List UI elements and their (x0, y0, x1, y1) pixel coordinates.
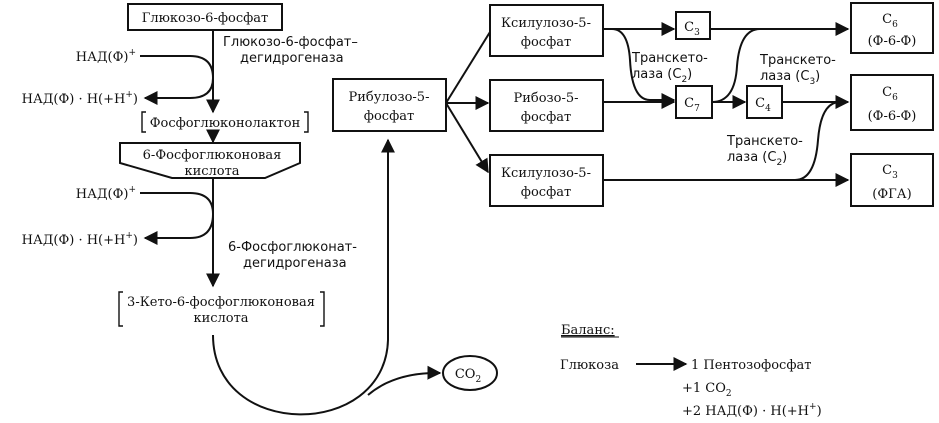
enzyme-g6pdh-line1: Глюкозо-6-фосфат– (223, 35, 358, 50)
product-3-carbon: C3 (882, 163, 898, 181)
nadp-loop-1 (140, 55, 215, 105)
xylulose-5-phosphate-bottom-node: Ксилулозо-5- фосфат (489, 154, 604, 207)
transketolase-3-line1: Транскето- (726, 134, 803, 149)
c4-label: C4 (755, 96, 771, 114)
product-1-node: C6 (Ф-6-Ф) (850, 2, 934, 54)
balance-section: Баланс: Глюкоза 1 Пентозофосфат +1 CO2 +… (560, 323, 822, 419)
phosphogluconic-acid-line1: 6-Фосфоглюконовая (143, 148, 282, 163)
ribose-line2: фосфат (521, 110, 571, 125)
flow-xylulose-bottom-to-product2 (794, 101, 841, 181)
phosphogluconic-acid-line2: кислота (184, 164, 239, 179)
balance-line2: +1 CO2 (682, 381, 732, 399)
c3-node: C3 (675, 11, 711, 40)
product-2-carbon: C6 (882, 85, 898, 103)
ribose-5-phosphate-node: Рибозо-5- фосфат (489, 79, 604, 132)
enzyme-g6pdh-line2: дегидрогеназа (240, 51, 344, 66)
enzyme-6pgdh-line2: дегидрогеназа (243, 256, 347, 271)
transketolase-1-line2: лаза (C2) (632, 67, 692, 85)
keto-acid-line1: 3-Кето-6-фосфоглюконовая (127, 295, 315, 310)
enzyme-6pgdh-line1: 6-Фосфоглюконат- (228, 240, 357, 255)
product-3-node: C3 (ФГА) (850, 153, 934, 207)
xylulose-bottom-line2: фосфат (521, 185, 571, 200)
nadph-out-1: НАД(Ф) · Н(+Н+) (22, 90, 138, 107)
flow-curve-keto-to-ribulose (212, 138, 395, 416)
glucose-6-phosphate-label: Глюкозо-6-фосфат (142, 11, 269, 26)
product-2-label: (Ф-6-Ф) (868, 109, 917, 124)
transketolase-2-line2: лаза (C3) (760, 69, 820, 87)
nadp-in-2: НАД(Ф)+ (76, 185, 136, 202)
c3-label: C3 (684, 20, 700, 38)
nadp-in-1: НАД(Ф)+ (76, 48, 136, 65)
phosphogluconolactone-label: Фосфоглюконолактон (150, 116, 301, 131)
flow-ribulose-to-xylulose-top (445, 31, 491, 104)
product-2-node: C6 (Ф-6-Ф) (850, 74, 934, 131)
nadp-loop-2 (140, 192, 215, 245)
c4-node: C4 (746, 85, 783, 119)
transketolase-2-line1: Транскето- (759, 53, 836, 68)
keto-acid-line2: кислота (193, 311, 248, 326)
keto-acid-node: 3-Кето-6-фосфоглюконовая кислота (118, 291, 325, 327)
phosphogluconic-acid-node: 6-Фосфоглюконовая кислота (119, 142, 301, 179)
ribulose-5-phosphate-line1: Рибулозо-5- (349, 90, 430, 105)
transketolase-1-line1: Транскето- (631, 51, 708, 66)
c7-label: C7 (684, 96, 700, 114)
xylulose-top-line1: Ксилулозо-5- (501, 16, 591, 31)
flow-c7-to-product1 (711, 28, 761, 103)
ribulose-5-phosphate-node: Рибулозо-5- фосфат (332, 78, 447, 132)
glucose-6-phosphate-node: Глюкозо-6-фосфат (127, 3, 283, 31)
phosphogluconolactone-node: Фосфоглюконолактон (141, 111, 309, 133)
product-3-label: (ФГА) (872, 187, 911, 202)
co2-label: CO2 (455, 367, 481, 385)
balance-substrate: Глюкоза (560, 358, 619, 373)
xylulose-bottom-line1: Ксилулозо-5- (501, 166, 591, 181)
xylulose-top-line2: фосфат (521, 35, 571, 50)
nadph-out-2: НАД(Ф) · Н(+Н+) (22, 231, 138, 248)
balance-heading: Баланс: (561, 323, 615, 338)
c7-node: C7 (675, 85, 713, 119)
flow-ribulose-to-xylulose-bottom (445, 102, 489, 174)
ribulose-5-phosphate-line2: фосфат (364, 109, 414, 124)
product-1-label: (Ф-6-Ф) (868, 34, 917, 49)
flow-arrow-to-co2 (367, 365, 442, 396)
xylulose-5-phosphate-top-node: Ксилулозо-5- фосфат (489, 4, 604, 57)
transketolase-3-line2: лаза (C2) (727, 150, 787, 168)
product-1-carbon: C6 (882, 12, 898, 30)
balance-line3: +2 НАД(Ф) · Н(+Н+) (682, 402, 822, 419)
ribose-line1: Рибозо-5- (513, 91, 578, 106)
co2-node: CO2 (442, 355, 498, 391)
balance-line1: 1 Пентозофосфат (691, 358, 811, 373)
flow-xylulose-to-c7 (603, 28, 676, 107)
